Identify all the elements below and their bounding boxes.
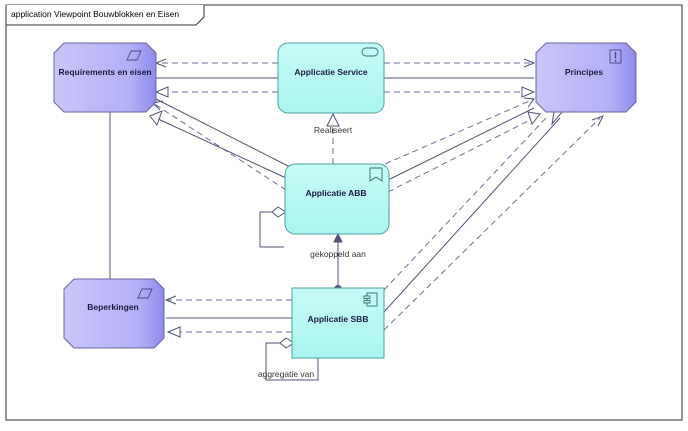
edge-label-gekoppeld: gekoppeld aan <box>310 249 366 259</box>
node-label-beperkingen: Beperkingen <box>87 302 139 312</box>
arrowhead-pri-abb-realize <box>527 111 541 126</box>
principle-exclamation-dot <box>614 59 617 62</box>
node-label-abb: Applicatie ABB <box>305 188 367 198</box>
node-label-principes: Principes <box>564 67 604 77</box>
bookmark-icon <box>369 167 383 182</box>
aggregation-diamond-abb <box>271 206 287 218</box>
arrowhead-req-abb-realize <box>149 110 163 127</box>
diagram-frame <box>5 4 683 421</box>
arrowhead-pri-sbb <box>591 115 605 127</box>
arrowhead-bep-1 <box>164 295 177 305</box>
constraint-parallelogram-icon <box>137 288 153 299</box>
edge-sbb-principes-realize <box>383 117 601 331</box>
frame-title-tab <box>5 5 205 26</box>
arrowhead-bep-realize <box>166 326 181 338</box>
edge-abb-requirements-realize <box>155 117 287 179</box>
node-applicatie-sbb[interactable] <box>291 287 385 359</box>
node-label-sbb: Applicatie SBB <box>307 314 369 324</box>
arrowhead-pri-abb <box>523 97 535 108</box>
arrowhead-req-realize <box>154 86 169 98</box>
edge-abb-requirements-solid <box>155 98 293 169</box>
arrowhead-pri-sbb-realize <box>551 111 564 126</box>
edge-abb-requirements-dashed <box>152 102 287 191</box>
node-principes[interactable] <box>535 42 637 113</box>
arrowhead-pri-realize <box>521 86 536 98</box>
principle-exclamation-icon <box>609 49 622 64</box>
requirement-parallelogram-icon <box>126 50 142 61</box>
node-requirements[interactable] <box>53 42 157 113</box>
diagram-frame-title: application Viewpoint Bouwblokken en Eis… <box>11 9 180 19</box>
edge-abb-principes-realize <box>387 117 535 193</box>
edge-sbb-principes-dashed <box>383 117 547 291</box>
edge-abb-principes-dashed <box>375 98 535 169</box>
component-icon <box>363 292 378 307</box>
edge-sbb-principes-solid <box>383 117 561 313</box>
edge-abb-self-aggregation <box>259 211 284 248</box>
arrowhead-abb-gekoppeld <box>333 232 343 243</box>
node-label-service: Applicatie Service <box>294 67 368 77</box>
node-label-requirements: Requirements en eisen <box>58 67 152 77</box>
node-applicatie-abb[interactable] <box>284 163 390 235</box>
edge-label-aggregatie: aggregatie van <box>257 369 315 379</box>
edge-label-realiseert: Realiseert <box>313 125 353 135</box>
service-pill-icon <box>361 47 379 57</box>
arrowhead-pri-1 <box>523 58 536 68</box>
node-applicatie-service[interactable] <box>277 42 385 114</box>
edge-sbb-self-aggregation <box>265 342 319 381</box>
arrowhead-service-realize <box>326 112 340 127</box>
edge-abb-principes-solid <box>387 107 535 181</box>
